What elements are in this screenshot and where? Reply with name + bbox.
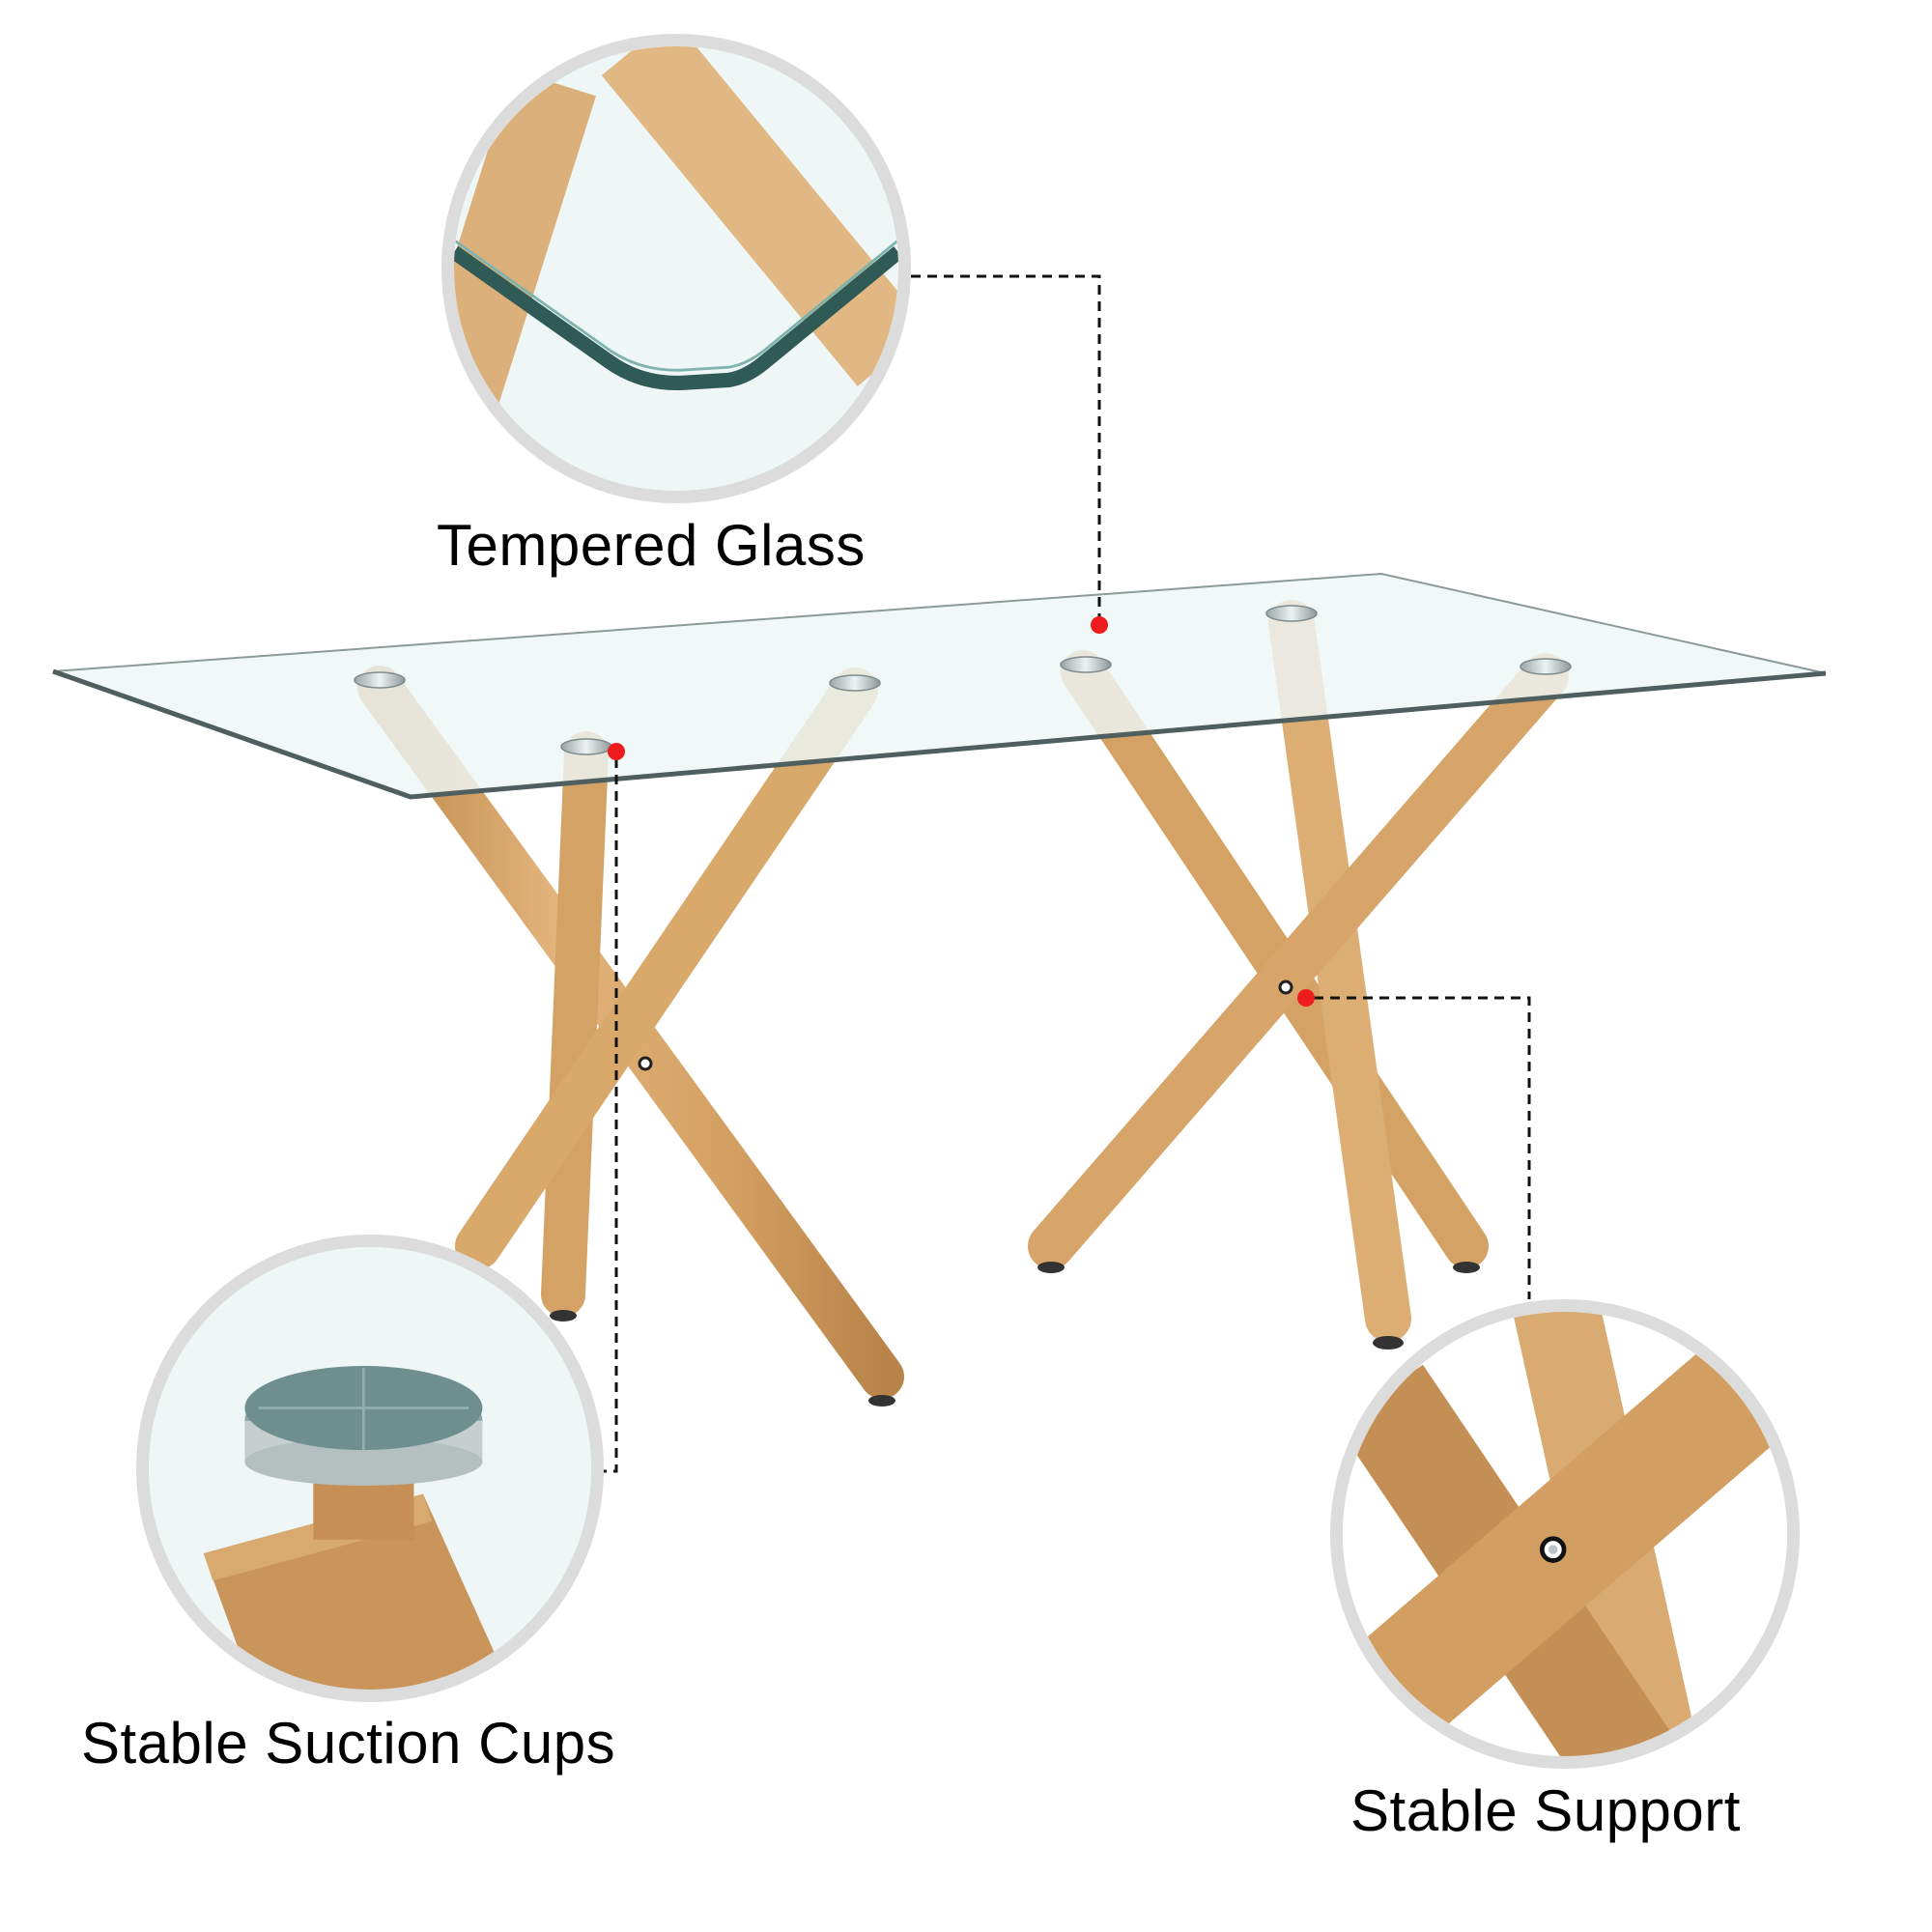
stable-support-label: Stable Support xyxy=(1350,1778,1741,1843)
tempered-glass-leader xyxy=(911,274,1101,618)
stable-support-marker-icon xyxy=(1297,989,1315,1007)
tempered-glass-detail-circle xyxy=(441,34,911,503)
right-leg-group xyxy=(1028,600,1569,1350)
glass-corner-closeup xyxy=(454,46,898,491)
tempered-glass-label: Tempered Glass xyxy=(437,513,866,578)
crossed-legs-closeup xyxy=(1343,1312,1787,1756)
screw-icon xyxy=(1278,980,1293,995)
tempered-glass-marker-icon xyxy=(1091,616,1108,634)
stable-support-leader xyxy=(1314,996,1531,1299)
suction-cups-detail-circle xyxy=(136,1235,604,1702)
suction-cup-closeup xyxy=(149,1247,591,1690)
left-leg-group xyxy=(357,666,904,1406)
leader-lines xyxy=(599,274,1531,1473)
suction-cups-label: Stable Suction Cups xyxy=(81,1711,616,1776)
suction-cups-leader xyxy=(599,758,618,1473)
screw-icon xyxy=(638,1056,653,1071)
suction-cups-marker-icon xyxy=(608,743,625,760)
suction-cup-mounts xyxy=(354,605,1572,755)
stable-support-detail-circle xyxy=(1330,1299,1800,1769)
